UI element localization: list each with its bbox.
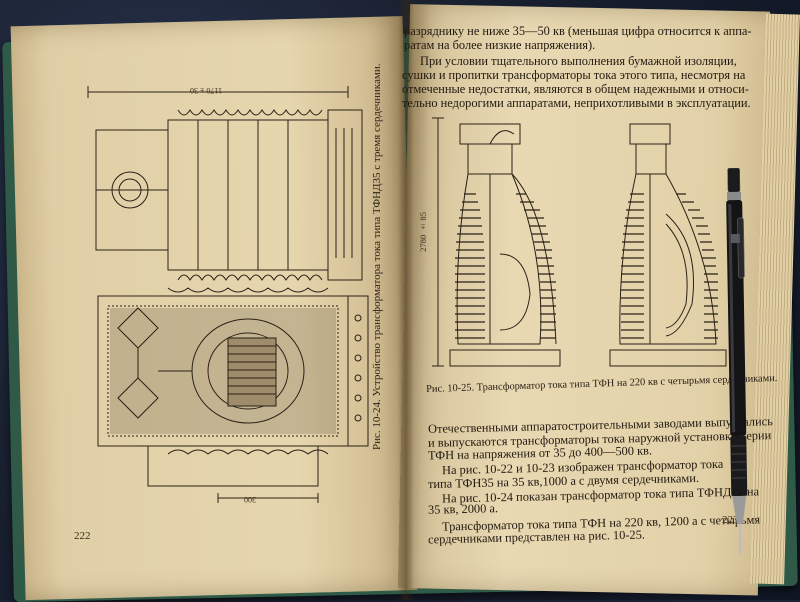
text-line: ратам на более низкие напряжения). xyxy=(404,38,595,52)
transformer-drawing-right xyxy=(430,104,730,394)
text-line: При условии тщательного выполнения бумаж… xyxy=(420,54,737,68)
dimension-label-bottom: 300 xyxy=(244,495,256,504)
text-line: разряднику не ниже 35—50 кв (меньшая циф… xyxy=(404,24,752,38)
text-line: сушки и пропитки трансформаторы тока это… xyxy=(402,68,745,82)
dimension-label-top: 1170 ± 30 xyxy=(190,86,222,95)
text-line: 35 кв, 2000 а. xyxy=(428,501,498,517)
dimension-label-vertical: 2780 ± 85 xyxy=(418,212,428,252)
transformer-drawing-left xyxy=(78,38,378,508)
text-line: отмеченные недостатки, являются в общем … xyxy=(402,82,749,96)
page-number-left: 222 xyxy=(74,530,91,542)
figure-caption-left: Рис. 10-24. Устройство трансформатора то… xyxy=(372,110,392,450)
